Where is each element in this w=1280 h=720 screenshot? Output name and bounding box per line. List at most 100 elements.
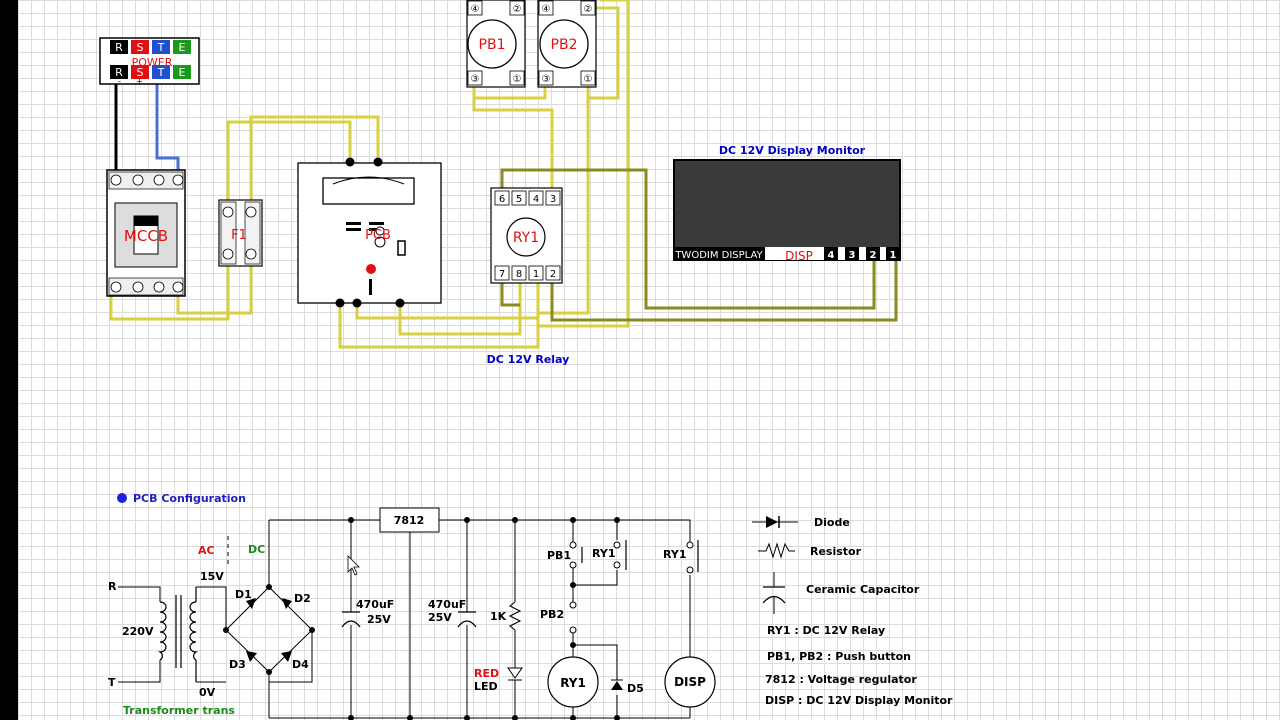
relay-pin-5: 5 bbox=[516, 194, 522, 205]
power-block: R S T E R S T E POWER - + bbox=[99, 37, 200, 86]
wires bbox=[109, 0, 898, 349]
pb2-label: PB2 bbox=[551, 37, 578, 53]
d1-label: D1 bbox=[235, 588, 252, 601]
led-label-a: RED bbox=[474, 667, 499, 680]
power-title: POWER bbox=[132, 56, 173, 69]
relay-pin-7: 7 bbox=[499, 269, 505, 280]
legend-diode: Diode bbox=[814, 516, 850, 529]
legend-note-7812: 7812 : Voltage regulator bbox=[765, 673, 917, 686]
pb2-sch-label: PB2 bbox=[540, 608, 564, 621]
power-minus: - bbox=[118, 77, 121, 86]
pb2-pin-1: ① bbox=[584, 74, 593, 85]
v220-label: 220V bbox=[122, 625, 154, 638]
cap2-value: 470uF bbox=[428, 598, 466, 611]
wire-mccb-f1-b bbox=[176, 254, 253, 315]
wire-pb1-relay bbox=[472, 98, 554, 198]
wire-f1-pcb-a bbox=[226, 120, 352, 212]
fuse-label: F1 bbox=[231, 228, 247, 243]
d2-label: D2 bbox=[294, 592, 311, 605]
relay-pin-1: 1 bbox=[533, 269, 539, 280]
regulator-label: 7812 bbox=[394, 514, 425, 527]
display-brand: TWODIM DISPLAY bbox=[674, 250, 763, 261]
v15-label: 15V bbox=[200, 570, 224, 583]
display-tag: DISP bbox=[785, 249, 813, 263]
pb2-pin-2: ② bbox=[584, 4, 593, 15]
power-term-r: R bbox=[115, 41, 123, 54]
power-term-e: E bbox=[179, 41, 186, 54]
v0-label: 0V bbox=[199, 686, 216, 699]
pcb-schematic: PCB Configuration bbox=[108, 492, 716, 720]
diagram-canvas bbox=[18, 0, 1280, 720]
ry1-sch-label-b: RY1 bbox=[663, 548, 687, 561]
wire-mccb-f1-a bbox=[109, 254, 230, 321]
pb1-pin-3: ③ bbox=[471, 74, 480, 85]
relay-pin-2: 2 bbox=[550, 269, 556, 280]
display-pin-1: 1 bbox=[890, 250, 897, 261]
mccb-label: MCCB bbox=[124, 227, 168, 245]
power-term-s2: S bbox=[137, 66, 144, 79]
wire-pcb-bottom-b bbox=[355, 303, 538, 320]
power-term-t2: T bbox=[157, 66, 165, 79]
display-pin-2: 2 bbox=[870, 250, 877, 261]
relay-caption: DC 12V Relay bbox=[487, 353, 570, 366]
power-term-t: T bbox=[157, 41, 165, 54]
cap2-voltage: 25V bbox=[428, 611, 452, 624]
power-term-r2: R bbox=[115, 66, 123, 79]
legend-note-disp: DISP : DC 12V Display Monitor bbox=[765, 694, 953, 707]
wire-relay-disp-b bbox=[550, 255, 898, 322]
pb2-pin-3: ③ bbox=[542, 74, 551, 85]
legend: Diode Resistor Ceramic Capacitor RY1 : D… bbox=[752, 516, 953, 707]
legend-resistor: Resistor bbox=[810, 545, 862, 558]
pb1-label: PB1 bbox=[479, 37, 506, 53]
disp-sch-label: DISP bbox=[674, 675, 706, 689]
power-term-e2: E bbox=[179, 66, 186, 79]
mccb-breaker: MCCB bbox=[106, 169, 186, 297]
legend-note-ry1: RY1 : DC 12V Relay bbox=[767, 624, 885, 637]
pb1-sch-label: PB1 bbox=[547, 549, 571, 562]
led-label-b: LED bbox=[474, 680, 498, 693]
t-label: T bbox=[108, 676, 116, 689]
wire-pb1-pb2 bbox=[472, 80, 547, 100]
pb1-pin-4: ④ bbox=[471, 4, 480, 15]
ry1-coil-label: RY1 bbox=[560, 676, 586, 690]
relay-label: RY1 bbox=[513, 230, 539, 246]
power-plus: + bbox=[136, 77, 143, 86]
display-monitor: DC 12V Display Monitor TWODIM DISPLAY DI… bbox=[673, 144, 901, 263]
mouse-cursor-icon bbox=[347, 555, 360, 576]
wire-pcb-bottom-a bbox=[338, 273, 540, 349]
relay-pin-4: 4 bbox=[533, 194, 539, 205]
legend-note-pb: PB1, PB2 : Push button bbox=[767, 650, 911, 663]
ry1-sch-label-a: RY1 bbox=[592, 547, 616, 560]
cap1-voltage: 25V bbox=[367, 613, 391, 626]
wire-f1-pcb-b bbox=[249, 115, 380, 212]
pushbutton-pb1: ④ ② ③ ① PB1 bbox=[466, 0, 526, 88]
legend-capacitor: Ceramic Capacitor bbox=[806, 583, 920, 596]
r-label: R bbox=[108, 580, 117, 593]
d5-label: D5 bbox=[627, 682, 644, 695]
wire-relay-disp-a bbox=[500, 168, 876, 310]
display-title: DC 12V Display Monitor bbox=[719, 144, 866, 157]
pushbutton-pb2: ④ ② ③ ① PB2 bbox=[537, 0, 597, 88]
left-edge-bar bbox=[0, 0, 18, 720]
fuse-f1: F1 bbox=[218, 199, 263, 267]
ac-label: AC bbox=[198, 544, 215, 557]
relay-pin-3: 3 bbox=[550, 194, 556, 205]
power-bottom-terminals: R S T E bbox=[110, 65, 191, 79]
d4-label: D4 bbox=[292, 658, 309, 671]
pcb-board: PCB bbox=[297, 157, 442, 308]
display-pin-3: 3 bbox=[849, 250, 856, 261]
display-pin-4: 4 bbox=[828, 250, 835, 261]
relay-ry1: 6 5 4 3 7 8 1 2 RY1 DC 12V Relay bbox=[487, 187, 570, 366]
schematic-heading: PCB Configuration bbox=[133, 492, 246, 505]
wire-pb2-far bbox=[538, 0, 630, 328]
d3-label: D3 bbox=[229, 658, 246, 671]
power-term-s: S bbox=[137, 41, 144, 54]
pb1-pin-2: ② bbox=[513, 4, 522, 15]
dc-label: DC bbox=[248, 543, 265, 556]
wire-pb2-right-a bbox=[586, 6, 620, 100]
pb2-pin-4: ④ bbox=[542, 4, 551, 15]
power-top-terminals: R S T E bbox=[110, 40, 191, 54]
cap1-value: 470uF bbox=[356, 598, 394, 611]
relay-pin-6: 6 bbox=[499, 194, 505, 205]
